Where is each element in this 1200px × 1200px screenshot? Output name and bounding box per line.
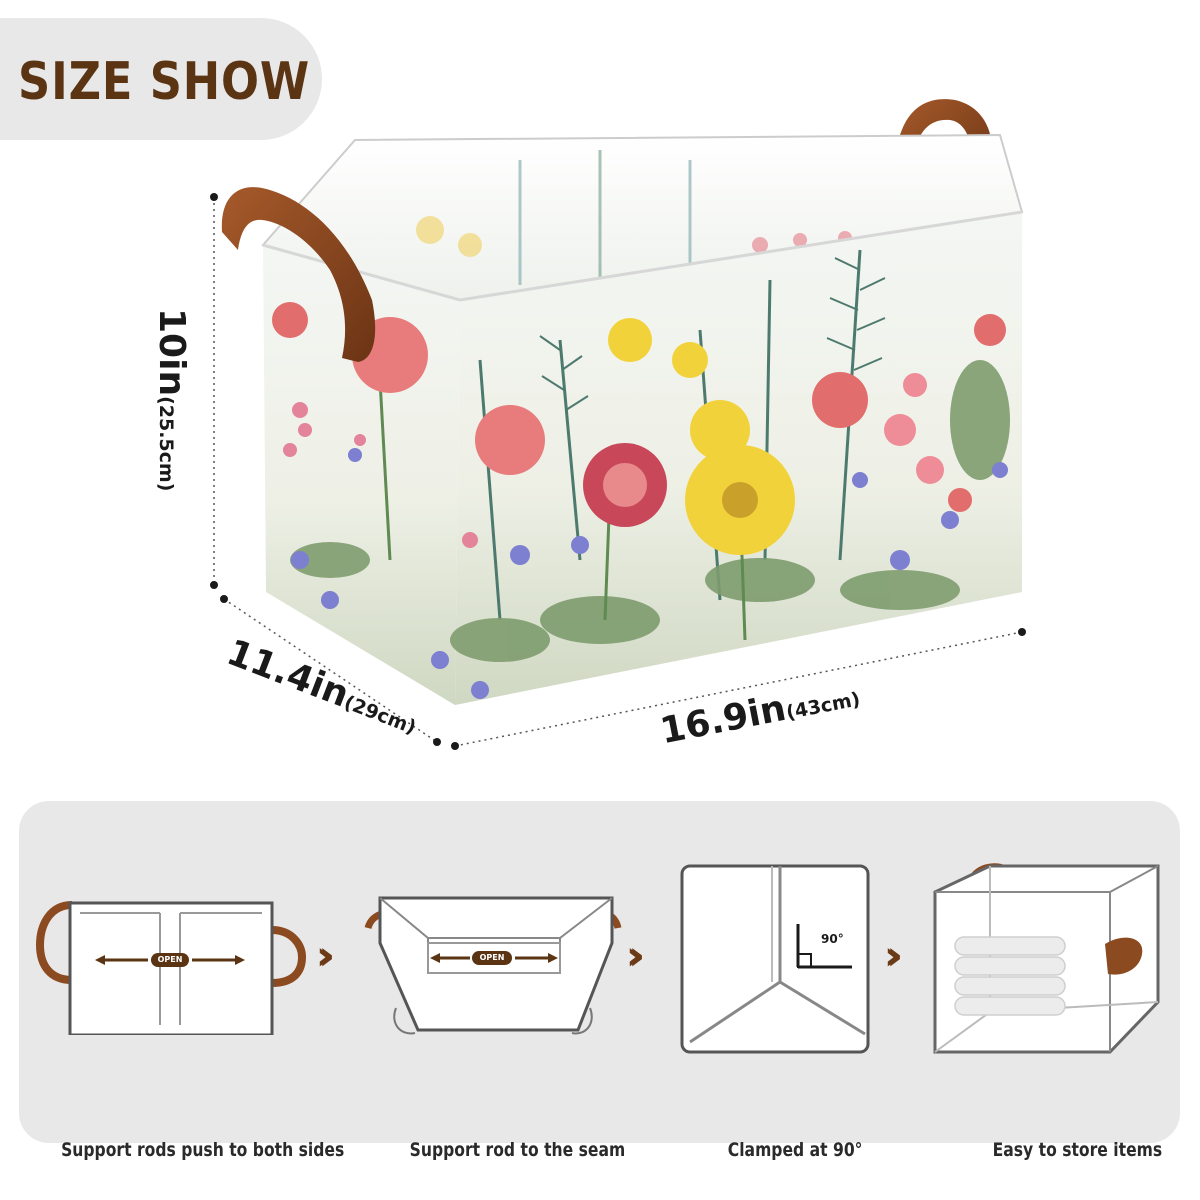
step3-caption: Clamped at 90° (727, 1139, 863, 1161)
step2-illustration (364, 896, 622, 1035)
chevron-right-icon: ›› (626, 933, 645, 979)
chevron-right-icon: ›› (316, 933, 335, 979)
step4-illustration (933, 863, 1160, 1054)
folded-clothes-icon (954, 936, 1066, 1016)
step1-caption: Support rods push to both sides (61, 1139, 345, 1161)
height-metric: (25.5cm) (155, 396, 177, 492)
chevron-right-icon: ›› (884, 933, 903, 979)
handle-right (895, 99, 992, 190)
height-value: 10in (151, 308, 192, 397)
step1-open-badge: OPEN (157, 955, 183, 964)
step4-handle-side (1105, 937, 1143, 975)
handle-left (221, 187, 376, 362)
angle-label: 90° (821, 932, 844, 946)
step1-handle-left (35, 901, 73, 984)
page-title: SIZE SHOW (18, 52, 311, 112)
title-banner (0, 18, 322, 140)
step1-handle-right (271, 926, 307, 987)
step2-caption: Support rod to the seam (409, 1139, 626, 1161)
height-dimension-label: 10in(25.5cm) (151, 308, 192, 491)
step4-caption: Easy to store items (992, 1139, 1163, 1161)
step2-open-badge: OPEN (479, 953, 505, 962)
step1-illustration (35, 901, 307, 1035)
step3-illustration (680, 864, 870, 1054)
storage-basket-illustration (210, 99, 1026, 750)
